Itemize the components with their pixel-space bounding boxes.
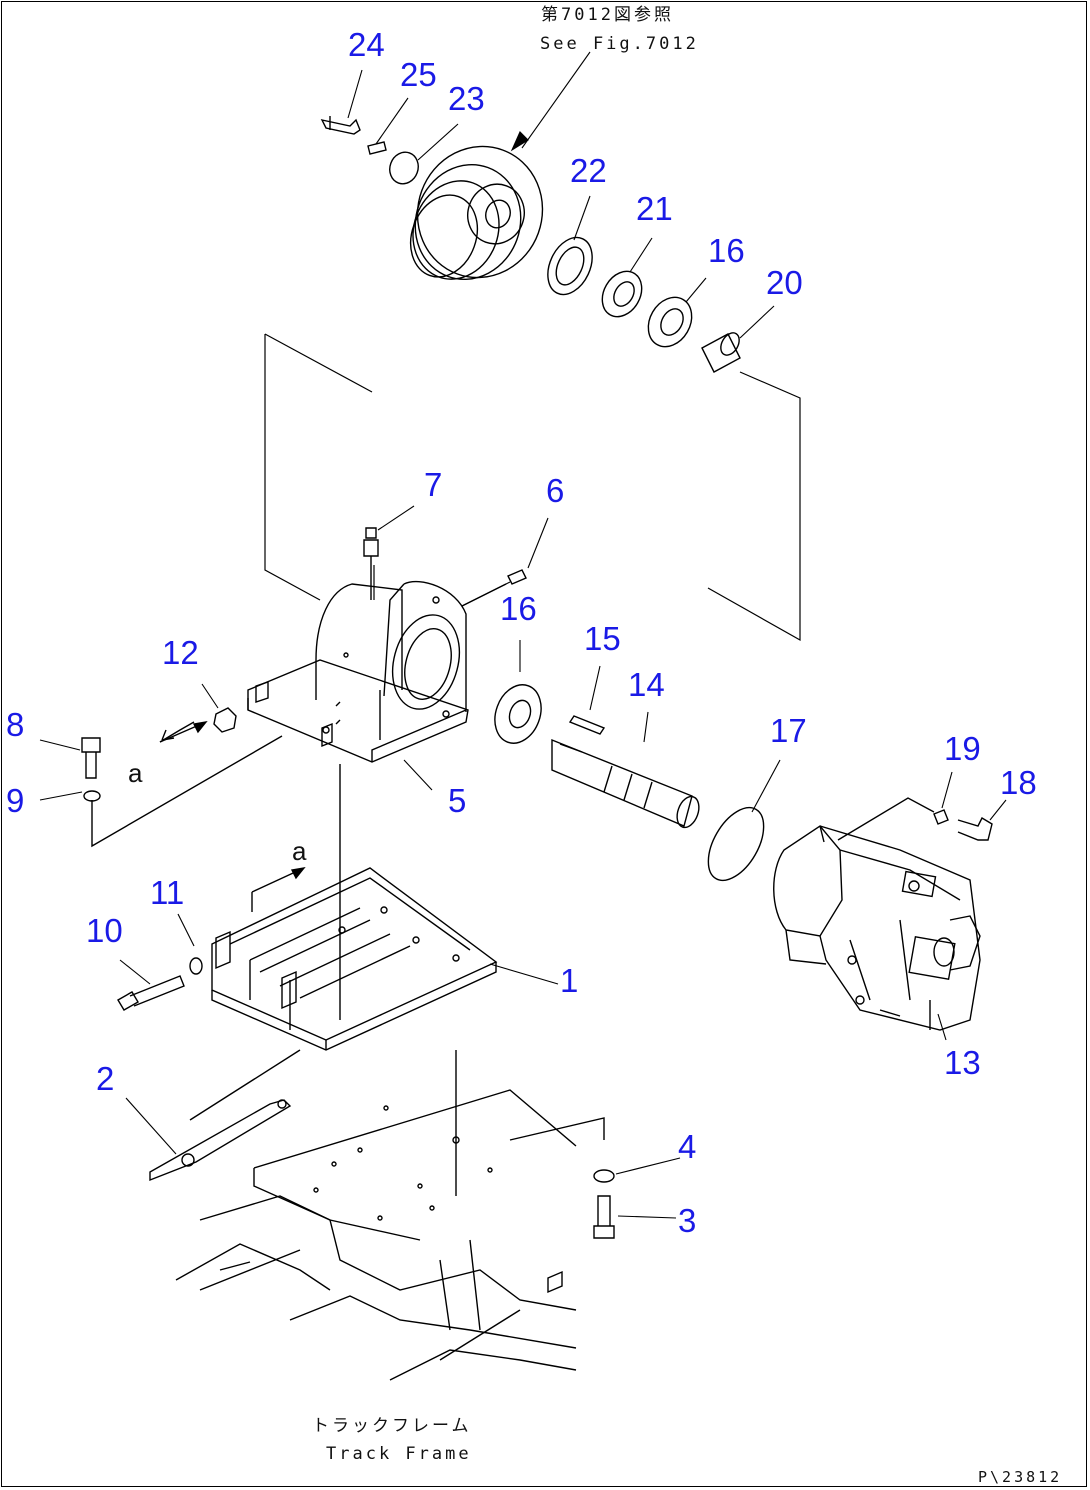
callout-16-housing: 16	[500, 590, 537, 627]
pump-base	[190, 764, 496, 1120]
view-letter-a-left: a	[128, 758, 143, 788]
track-frame-label-en: Track Frame	[326, 1444, 472, 1464]
pump-housing	[248, 582, 469, 762]
callout-12: 12	[162, 634, 199, 671]
callout-24: 24	[348, 26, 385, 63]
callout-13: 13	[944, 1044, 981, 1081]
callout-4: 4	[678, 1128, 697, 1165]
callout-14: 14	[628, 666, 665, 703]
callout-2: 2	[96, 1060, 115, 1097]
see-figure-note-en: See Fig.7012	[540, 34, 699, 54]
hydraulic-pump	[774, 826, 980, 1030]
track-frame	[176, 1050, 604, 1380]
callout-8: 8	[6, 706, 25, 743]
callout-3: 3	[678, 1202, 697, 1239]
callout-6: 6	[546, 472, 565, 509]
callout-25: 25	[400, 56, 437, 93]
callout-15: 15	[584, 620, 621, 657]
callout-21: 21	[636, 190, 673, 227]
callout-5: 5	[448, 782, 467, 819]
fasteners-left	[82, 708, 282, 846]
callout-16-pulley: 16	[708, 232, 745, 269]
callout-1: 1	[560, 962, 579, 999]
callout-20: 20	[766, 264, 803, 301]
pulley-assembly	[322, 116, 743, 372]
callout-7: 7	[424, 466, 443, 503]
callout-11: 11	[150, 874, 185, 911]
callout-9: 9	[6, 782, 25, 819]
view-letter-a-base: a	[292, 836, 307, 866]
callout-17: 17	[770, 712, 807, 749]
callout-22: 22	[570, 152, 607, 189]
frame-fasteners	[594, 1170, 614, 1238]
view-arrows	[160, 722, 304, 912]
callout-10: 10	[86, 912, 123, 949]
see-figure-note-jp: 第7012図参照	[541, 5, 674, 25]
shaft-parts	[487, 678, 775, 889]
callout-18: 18	[1000, 764, 1037, 801]
track-frame-label-jp: トラックフレーム	[312, 1416, 472, 1436]
base-fasteners	[118, 958, 202, 1010]
fittings	[364, 528, 526, 606]
callout-19: 19	[944, 730, 981, 767]
callout-23: 23	[448, 80, 485, 117]
fasteners-right	[838, 798, 992, 840]
leader-lines	[40, 52, 1006, 1218]
mounting-strap	[150, 1100, 290, 1180]
drawing-code: P\23812	[978, 1468, 1063, 1486]
